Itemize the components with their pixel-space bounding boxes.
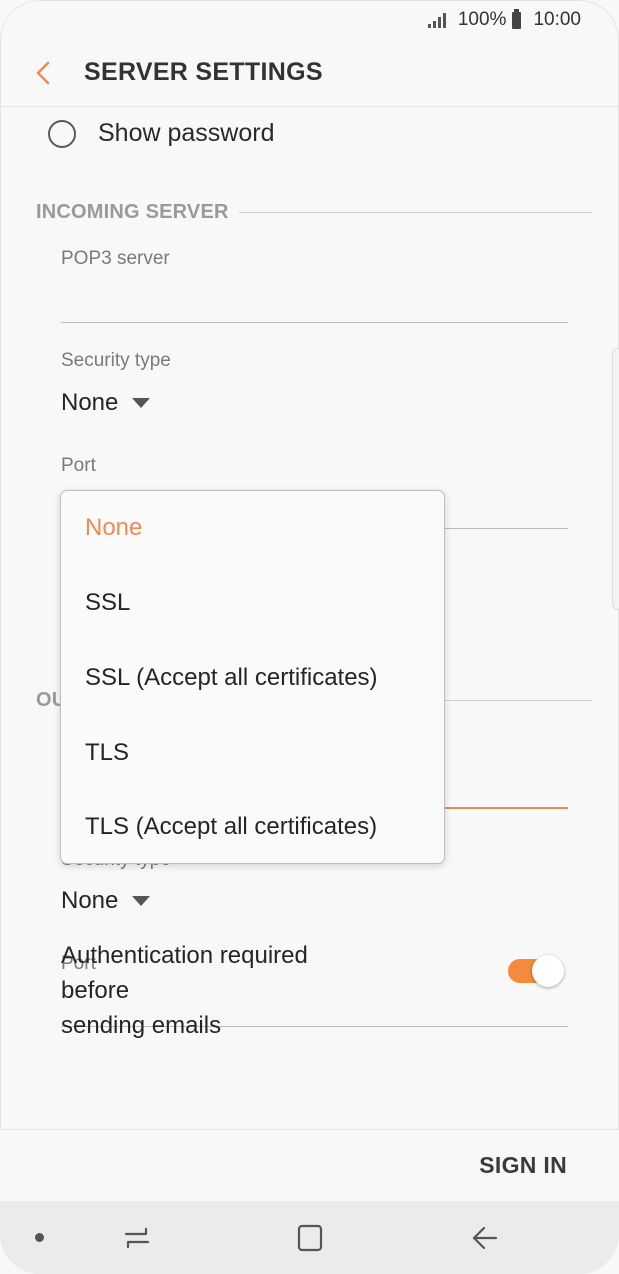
pop3-server-label: POP3 server [61, 248, 170, 269]
scroll-indicator[interactable] [612, 348, 619, 610]
security-type-label: Security type [61, 350, 171, 371]
radio-unchecked-icon[interactable] [48, 119, 76, 148]
outgoing-server-title: OU [36, 689, 67, 711]
status-bar: 100% 10:00 [0, 0, 619, 40]
battery-percent: 100% [457, 9, 507, 30]
navigation-bar [0, 1201, 619, 1274]
option-ssl-accept-all[interactable]: SSL (Accept all certificates) [85, 664, 378, 691]
chevron-left-icon[interactable] [32, 58, 56, 88]
incoming-port-label: Port [61, 455, 96, 476]
home-icon[interactable] [296, 1223, 324, 1253]
signal-icon [427, 12, 452, 28]
outgoing-port-input[interactable] [61, 1026, 568, 1027]
auth-required-toggle[interactable] [508, 953, 564, 987]
sign-in-button[interactable]: SIGN IN [479, 1152, 567, 1178]
outgoing-security-dropdown[interactable]: None [61, 887, 151, 915]
outgoing-port-label: Port [61, 953, 96, 974]
auth-label-line1: Authentication required before [61, 942, 308, 1004]
pop3-server-input[interactable] [61, 322, 568, 323]
app-bar: SERVER SETTINGS [0, 40, 619, 107]
security-type-popup: None SSL SSL (Accept all certificates) T… [60, 490, 445, 864]
option-none[interactable]: None [85, 514, 143, 541]
status-time: 10:00 [533, 9, 581, 30]
caret-down-icon [132, 398, 151, 408]
incoming-server-title: INCOMING SERVER [36, 201, 229, 223]
outgoing-security-value: None [61, 887, 119, 914]
section-divider [238, 212, 592, 213]
action-bar: SIGN IN [0, 1129, 619, 1202]
incoming-security-value: None [61, 389, 119, 416]
dot-icon[interactable] [35, 1233, 44, 1242]
show-password-label: Show password [98, 119, 275, 147]
incoming-server-header: INCOMING SERVER [36, 201, 592, 224]
caret-down-icon [132, 896, 151, 906]
toggle-thumb [532, 955, 564, 987]
page-title: SERVER SETTINGS [84, 58, 323, 86]
auth-required-label: Authentication required before sending e… [61, 938, 381, 1043]
show-password-option[interactable]: Show password [48, 119, 274, 148]
option-tls[interactable]: TLS [85, 739, 130, 766]
back-icon[interactable] [470, 1223, 498, 1253]
battery-icon [512, 8, 527, 29]
option-tls-accept-all[interactable]: TLS (Accept all certificates) [85, 813, 378, 840]
option-ssl[interactable]: SSL [85, 589, 131, 616]
recents-icon[interactable] [122, 1223, 152, 1253]
auth-label-line2: sending emails [61, 1012, 222, 1039]
incoming-security-dropdown[interactable]: None [61, 389, 151, 417]
